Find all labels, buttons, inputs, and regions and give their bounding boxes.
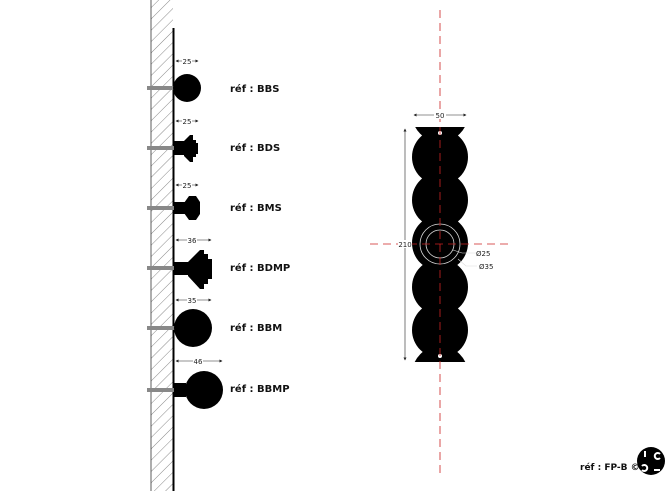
dim-bbmp: 46 (194, 358, 203, 366)
label-bms: réf : BMS (230, 202, 282, 214)
inner-diameter-dim: Ø25 (476, 250, 490, 258)
label-bdmp: réf : BDMP (230, 262, 290, 274)
dim-bbs: 25 (183, 58, 192, 66)
screw (147, 326, 183, 330)
dim-bdmp: 36 (188, 237, 197, 245)
knob-bbs (173, 74, 201, 102)
knob-bms (174, 196, 200, 220)
label-bds: réf : BDS (230, 142, 280, 154)
centerlines (370, 10, 512, 475)
wall-section (150, 0, 175, 491)
label-bbmp: réf : BBMP (230, 383, 290, 395)
label-bbm: réf : BBM (230, 322, 282, 334)
screw (147, 206, 183, 210)
screw (147, 266, 183, 270)
plate-height-dim: 210 (398, 241, 411, 249)
knob-bds (174, 135, 198, 162)
screws (147, 86, 183, 392)
knob-bdmp (174, 250, 212, 289)
knob-bbm (174, 309, 212, 347)
screw (147, 86, 183, 90)
dim-bds: 25 (183, 118, 192, 126)
footer-ref: réf : FP-B © (580, 462, 640, 473)
label-bbs: réf : BBS (230, 83, 279, 95)
dim-bbm: 35 (188, 297, 197, 305)
knob-bbmp (174, 371, 223, 409)
brand-logo (637, 447, 665, 475)
screw (147, 388, 183, 392)
plate-width-dim: 50 (436, 112, 445, 120)
dim-bms: 25 (183, 182, 192, 190)
outer-diameter-dim: Ø35 (479, 263, 493, 271)
screw (147, 146, 183, 150)
